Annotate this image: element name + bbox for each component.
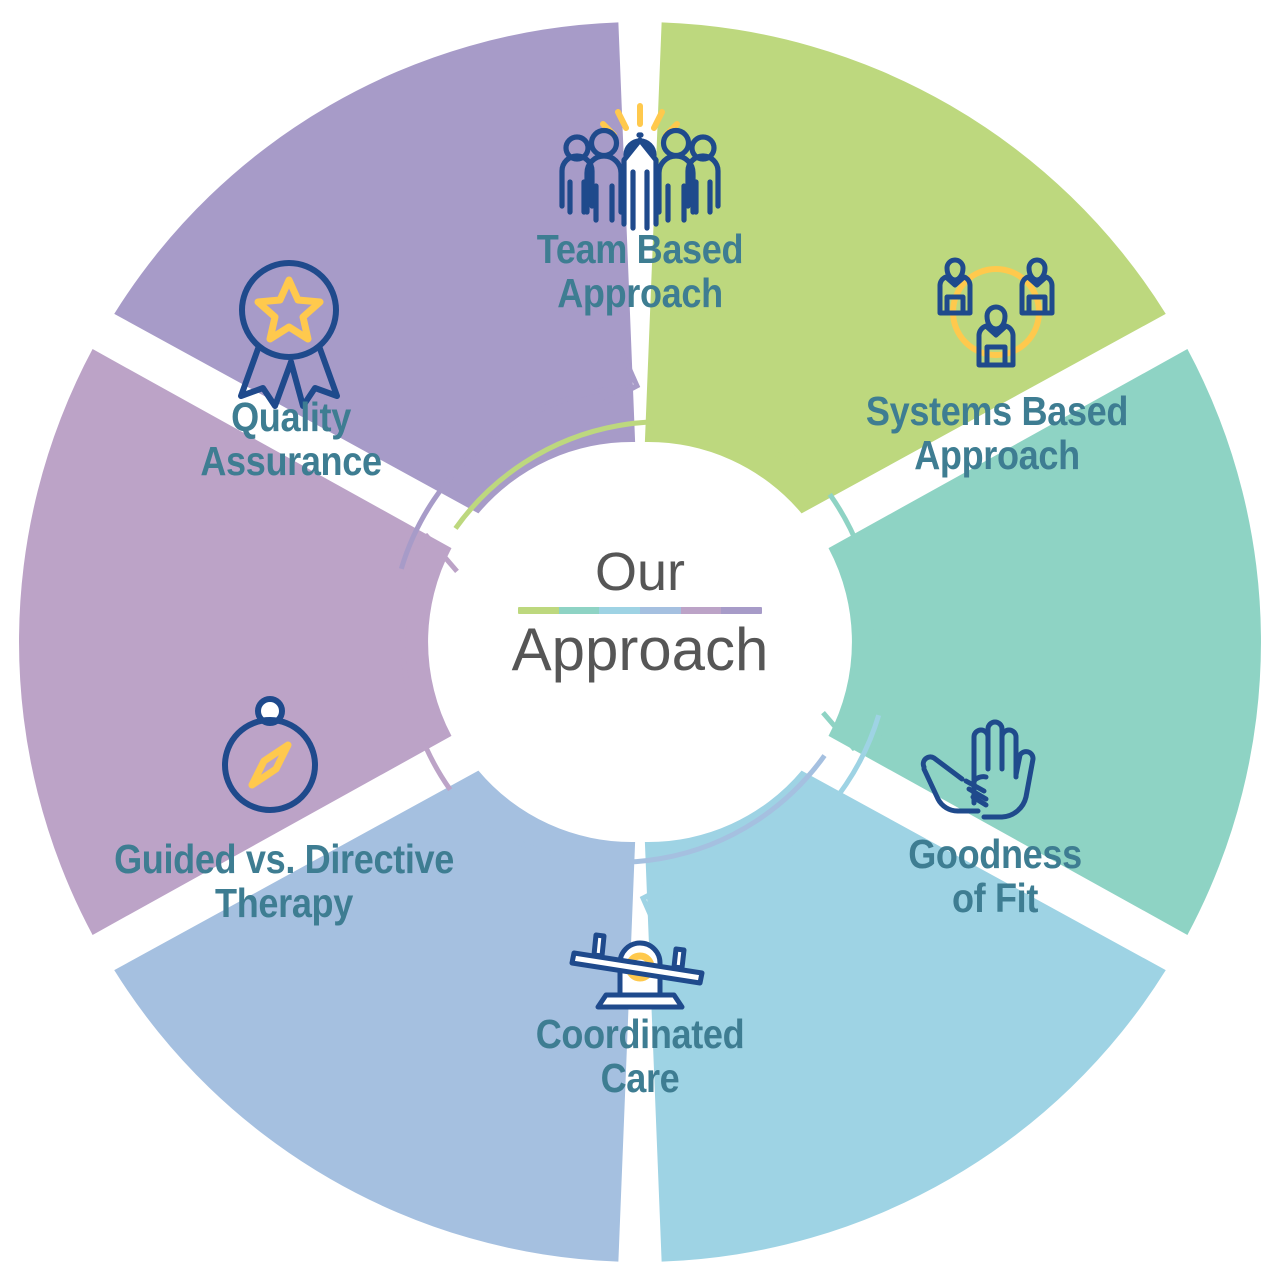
arrow-guided-to-quality [390,533,459,792]
wedge-group [19,22,1261,1262]
flow-arrow-group [390,350,890,934]
award-ribbon-star-icon [238,260,340,409]
rule-seg-3 [599,607,641,614]
wedge-quality-assurance[interactable] [114,22,636,514]
wedge-coordinated-care[interactable] [114,770,636,1262]
arrow-team-to-systems [453,419,815,530]
rule-seg-5 [680,607,722,614]
hub-title-line-1: Our [594,542,686,602]
seesaw-balance-icon [569,932,705,1010]
arrow-goodness-to-care [639,714,882,934]
arrow-systems-to-goodness [821,492,890,751]
hub-title-line-2: Approach [511,616,769,683]
wedge-systems-based-approach[interactable] [828,349,1261,935]
wedge-guided-vs-directive-therapy[interactable] [19,349,452,935]
team-people-icon [559,103,721,231]
arrow-care-to-guided [465,754,827,865]
wedge-team-based-approach[interactable] [644,22,1166,514]
rule-seg-4 [640,607,681,614]
rule-seg-2 [558,607,600,614]
hub-color-rule [518,607,762,614]
compass-icon [222,696,318,813]
rule-seg-1 [518,607,559,614]
helping-hands-icon [920,719,1036,820]
three-people-circle-icon [937,257,1055,368]
wedge-goodness-of-fit[interactable] [644,770,1166,1262]
center-hub: Our Approach [440,545,840,745]
arrow-quality-to-team [398,350,641,570]
rule-seg-6 [721,607,762,614]
